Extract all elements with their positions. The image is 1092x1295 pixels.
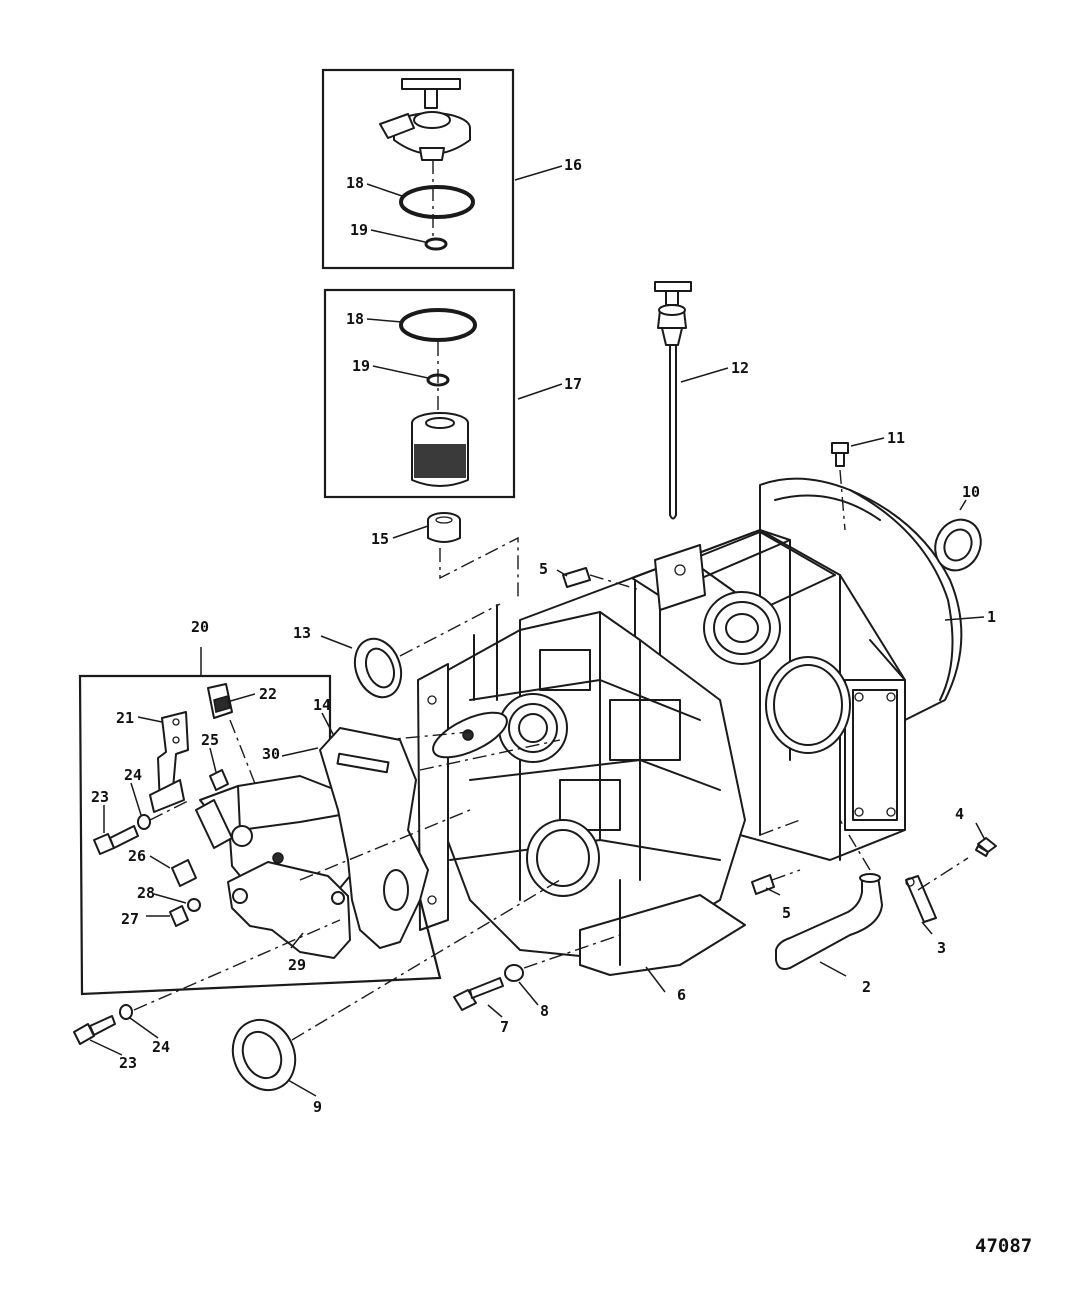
callout-19-lower: 19 [352, 357, 370, 375]
washer-8-part [504, 964, 524, 982]
callout-labels: 16 18 19 18 19 17 12 11 10 15 5 1 20 13 … [91, 156, 996, 1116]
hose-2-part [775, 873, 883, 970]
fitting-25-part [209, 769, 229, 791]
bracket-21-part [149, 711, 189, 813]
callout-12: 12 [731, 359, 749, 377]
washer-24-upper-part [137, 814, 151, 830]
oring-19-lower [426, 373, 450, 387]
plug-28-part [187, 898, 201, 912]
callout-29: 29 [288, 956, 306, 974]
plug-27-part [169, 905, 189, 927]
callout-16: 16 [564, 156, 582, 174]
callout-4: 4 [955, 805, 964, 823]
bushing-15-part [427, 512, 461, 543]
callout-24-upper: 24 [124, 766, 142, 784]
oring-18-lower [399, 308, 477, 342]
callout-23-lower: 23 [119, 1054, 137, 1072]
callout-30: 30 [262, 745, 280, 763]
callout-14: 14 [313, 696, 331, 714]
callout-6: 6 [677, 986, 686, 1004]
seal-10-part [934, 518, 982, 572]
dowel-5-upper-part [562, 567, 591, 588]
washer-24-lower-part [119, 1004, 133, 1020]
bolt-23-lower-part [73, 1015, 116, 1045]
bolt-4-part [975, 837, 997, 857]
kit-17-box [323, 288, 516, 499]
callout-13: 13 [293, 624, 311, 642]
figure-number: 47087 [975, 1235, 1032, 1257]
callout-22: 22 [259, 685, 277, 703]
callout-9: 9 [313, 1098, 322, 1116]
seal-9-part [231, 1018, 297, 1092]
filter-element-part [411, 412, 469, 487]
callout-15: 15 [371, 530, 389, 548]
callout-17: 17 [564, 375, 582, 393]
callout-19-upper: 19 [350, 221, 368, 239]
oil-pump-part [195, 727, 429, 959]
callout-10: 10 [962, 483, 980, 501]
bolt-23-upper-part [93, 825, 139, 855]
dowel-5-lower-part [751, 874, 775, 895]
callout-21: 21 [116, 709, 134, 727]
callout-2: 2 [862, 978, 871, 996]
oring-18-upper [399, 185, 475, 219]
callout-28: 28 [137, 884, 155, 902]
callout-5-upper: 5 [539, 560, 548, 578]
callout-1: 1 [987, 608, 996, 626]
oring-19-upper [424, 237, 448, 251]
transmission-housing-part [417, 477, 963, 976]
leader-lines [89, 165, 986, 1097]
clamp-3-part [905, 875, 937, 923]
filter-cap-part [379, 78, 471, 161]
kit-16-box [321, 68, 515, 270]
callout-23-upper: 23 [91, 788, 109, 806]
callout-11: 11 [887, 429, 905, 447]
callout-26: 26 [128, 847, 146, 865]
callout-7: 7 [500, 1018, 509, 1036]
fitting-26-part [171, 859, 197, 887]
sender-22-part [207, 683, 233, 719]
callout-27: 27 [121, 910, 139, 928]
callout-3: 3 [937, 939, 946, 957]
callout-24-lower: 24 [152, 1038, 170, 1056]
seal-13-part [353, 637, 403, 699]
callout-20: 20 [191, 618, 209, 636]
callout-18-upper: 18 [346, 174, 364, 192]
plug-11-part [831, 442, 849, 467]
callout-5-lower: 5 [782, 904, 791, 922]
callout-25: 25 [201, 731, 219, 749]
bolt-7-part [453, 977, 504, 1011]
callout-18-lower: 18 [346, 310, 364, 328]
callout-8: 8 [540, 1002, 549, 1020]
dipstick-12-part [654, 281, 692, 520]
